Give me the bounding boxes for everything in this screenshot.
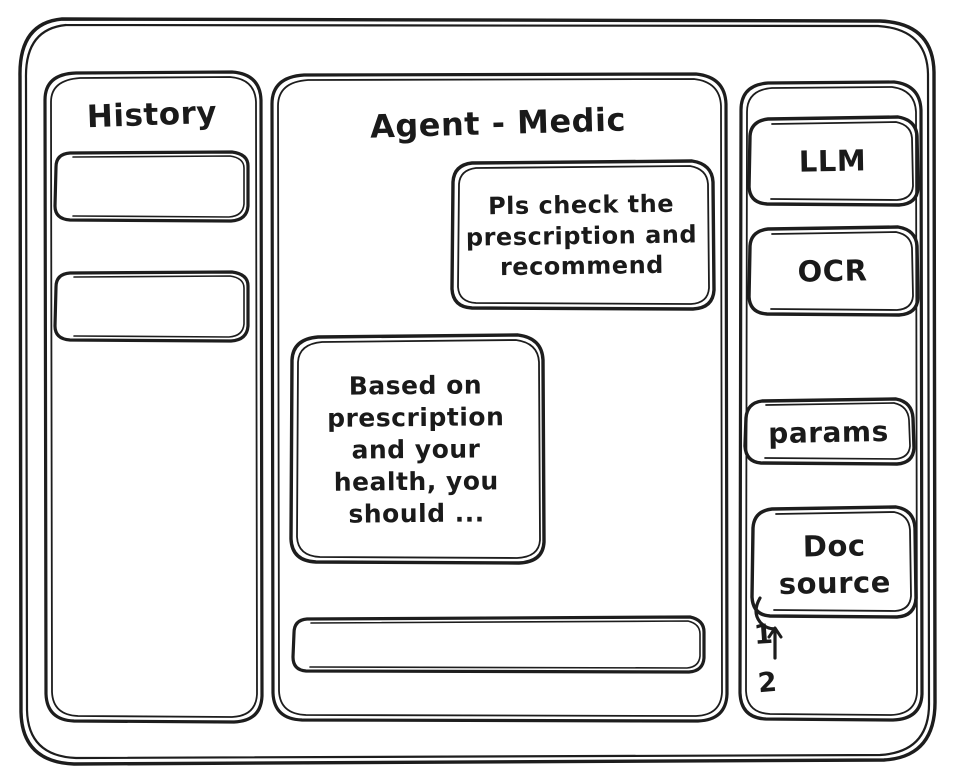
- message-input[interactable]: [293, 616, 704, 674]
- doc-source-list-item[interactable]: 2: [756, 666, 779, 699]
- history-panel-title: History: [86, 94, 218, 136]
- doc-source-button[interactable]: Doc source: [778, 528, 892, 601]
- user-message-bubble: Pls check the prescription and recommend: [465, 189, 698, 282]
- ocr-button[interactable]: OCR: [797, 253, 868, 290]
- history-list-item[interactable]: [57, 271, 248, 341]
- params-button[interactable]: params: [767, 415, 890, 451]
- history-list-item[interactable]: [57, 151, 248, 221]
- agent-message-bubble: Based on prescription and your health, y…: [326, 370, 505, 529]
- doc-source-list-item[interactable]: 1: [752, 618, 775, 651]
- llm-button[interactable]: LLM: [798, 143, 867, 180]
